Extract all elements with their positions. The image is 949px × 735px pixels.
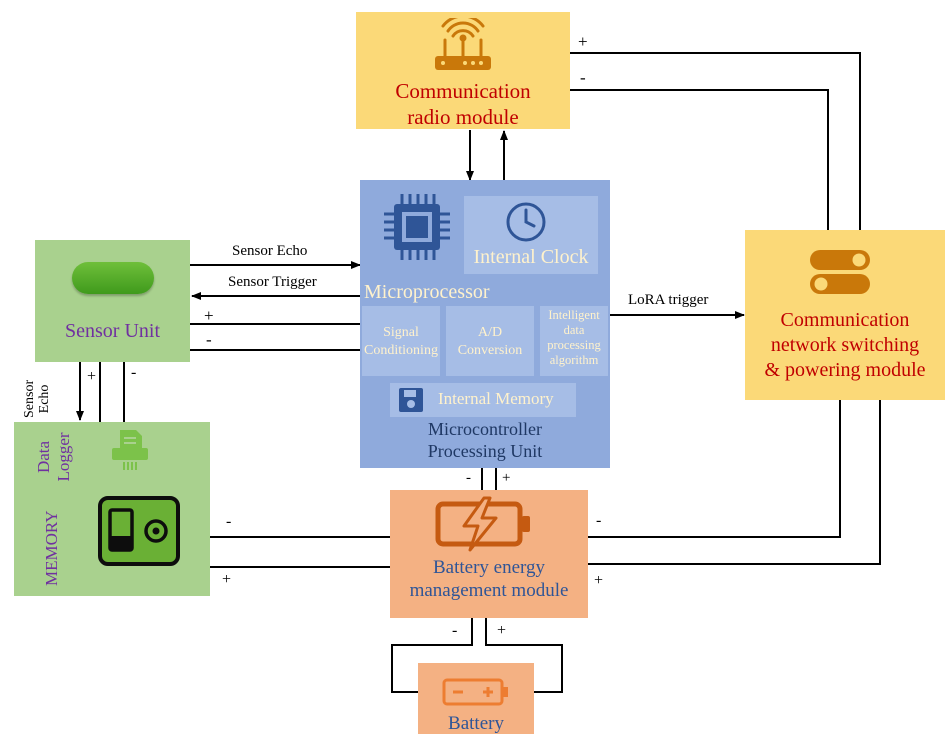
- switching-title-line2: network switching: [770, 334, 920, 356]
- mcu-title-line1: Microcontroller: [428, 419, 542, 439]
- clock-icon: [506, 202, 546, 242]
- battery-plus-wire: [485, 618, 563, 693]
- memory-label: MEMORY: [42, 510, 61, 586]
- battery-icon: [442, 678, 508, 706]
- signal-conditioning-line1: Signal: [383, 325, 419, 340]
- battery-mgmt-title-line2: management module: [409, 580, 569, 601]
- communication-network-switching-module: Communication network switching & poweri…: [745, 230, 945, 400]
- sensor-echo-vertical-label: Sensor Echo: [22, 380, 52, 418]
- sensor-echo-v-line1: Sensor: [22, 379, 37, 418]
- sensor-echo-v-line2: Echo: [37, 384, 52, 414]
- intelligent-line3: processing: [547, 338, 601, 352]
- signal-conditioning-line2: Conditioning: [364, 343, 438, 358]
- sensor-unit-title: Sensor Unit: [65, 320, 160, 342]
- radio-plus-sign: +: [578, 32, 588, 51]
- data-logger-line1: Data: [34, 440, 53, 474]
- sensor-minus-sign: -: [206, 330, 212, 349]
- switching-title-line3: & powering module: [764, 359, 926, 381]
- radio-switch-minus-wire: [570, 89, 829, 230]
- microprocessor-label: Microprocessor: [364, 281, 490, 303]
- printer-icon: [112, 430, 148, 470]
- memory-card-icon: [98, 496, 180, 566]
- data-logger-memory: Data Logger MEMORY: [14, 422, 210, 596]
- mcu-title-line2: Processing Unit: [427, 441, 543, 461]
- ad-conversion-line1: A/D: [477, 325, 503, 340]
- radio-minus-sign: -: [580, 68, 586, 87]
- logger-batt-plus-sign: +: [222, 571, 232, 588]
- sensor-pill-icon: [72, 262, 154, 294]
- batt-switch-plus-wire: [588, 400, 881, 565]
- signal-conditioning-panel: Signal Conditioning: [362, 306, 440, 376]
- internal-memory-label: Internal Memory: [438, 389, 554, 408]
- battery-charging-icon: [435, 496, 530, 552]
- ad-conversion-line2: Conversion: [457, 343, 523, 358]
- microcontroller-processing-unit: Internal Clock Microprocessor Signal Con…: [360, 180, 610, 468]
- intelligent-algorithm-panel: Intelligent data processing algorithm: [540, 306, 608, 376]
- logger-plus-sign: +: [87, 368, 97, 385]
- radio-title-line2: radio module: [407, 105, 519, 129]
- switching-title-line1: Communication: [780, 309, 910, 331]
- radio-title-line1: Communication: [395, 79, 531, 103]
- internal-clock-label: Internal Clock: [473, 246, 589, 268]
- battery-plus-sign: +: [497, 622, 507, 639]
- data-logger-label: Data Logger: [34, 426, 74, 488]
- intelligent-line1: Intelligent: [548, 308, 600, 322]
- sensor-plus-sign: +: [204, 306, 214, 325]
- data-logger-line2: Logger: [54, 432, 73, 482]
- battery-minus-sign: -: [452, 622, 458, 639]
- toggle-switch-icon: [810, 250, 870, 294]
- intelligent-line2: data: [563, 323, 585, 337]
- battery-title: Battery: [448, 713, 504, 734]
- switch-batt-plus-sign: +: [594, 572, 604, 589]
- logger-batt-minus-sign: -: [226, 513, 232, 530]
- communication-radio-module: Communication radio module: [356, 12, 570, 129]
- battery-mgmt-title-line1: Battery energy: [432, 557, 546, 578]
- sensor-trigger-label: Sensor Trigger: [228, 274, 317, 290]
- intelligent-line4: algorithm: [549, 353, 599, 367]
- batt-switch-minus-wire: [588, 400, 841, 538]
- processor-chip-icon: [384, 194, 450, 260]
- router-icon: [435, 18, 491, 70]
- internal-memory-panel: Internal Memory: [390, 383, 576, 417]
- ad-conversion-panel: A/D Conversion: [446, 306, 534, 376]
- internal-clock-panel: Internal Clock: [464, 196, 598, 274]
- battery-minus-wire: [391, 618, 473, 693]
- mcu-batt-plus-sign: +: [502, 470, 511, 486]
- battery-energy-management-module: Battery energy management module: [390, 490, 588, 618]
- sensor-echo-label: Sensor Echo: [232, 243, 308, 259]
- floppy-disk-icon: [399, 388, 423, 412]
- mcu-batt-minus-sign: -: [466, 470, 471, 486]
- switch-batt-minus-sign: -: [596, 512, 602, 529]
- logger-minus-sign: -: [131, 364, 137, 381]
- battery: Battery: [418, 663, 534, 734]
- sensor-unit: Sensor Unit: [35, 240, 190, 362]
- lora-trigger-label: LoRA trigger: [628, 292, 709, 308]
- radio-switch-plus-wire: [570, 52, 861, 230]
